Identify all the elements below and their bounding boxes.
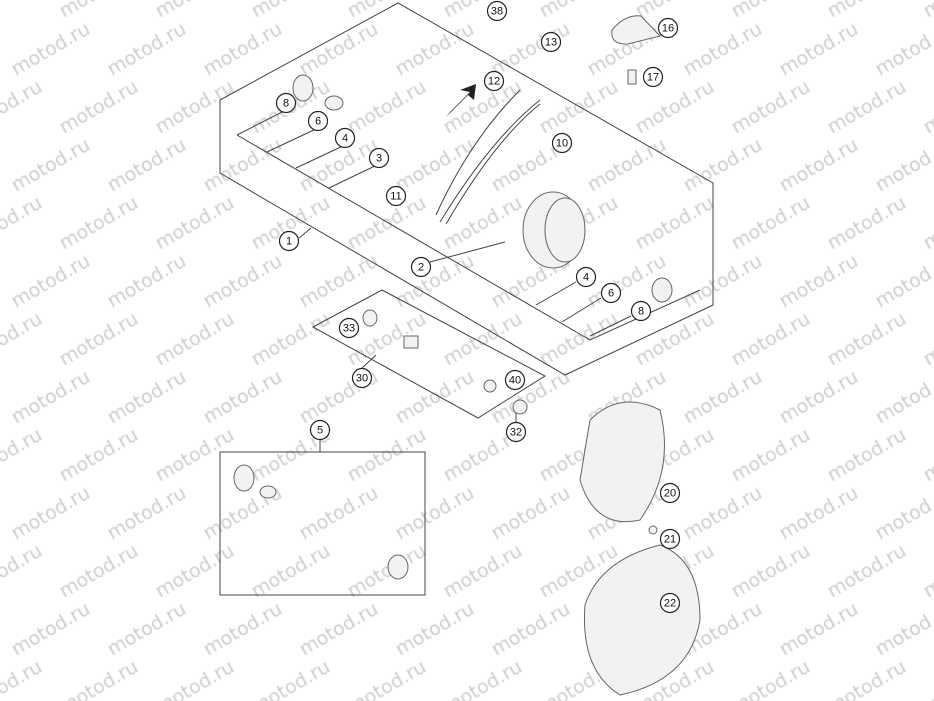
callout-number: 13 [545, 37, 557, 49]
callout-10: 10 [551, 132, 573, 154]
callout-circle [575, 266, 597, 288]
callout-circle [657, 17, 679, 39]
callout-circle [505, 421, 527, 443]
callout-number: 8 [283, 98, 289, 110]
callout-38: 38 [486, 0, 508, 22]
callout-number: 17 [647, 72, 659, 84]
callout-33: 33 [338, 317, 360, 339]
callout-number: 11 [390, 191, 401, 203]
callout-number: 10 [556, 138, 568, 150]
bearing-kit-frame [219, 451, 426, 596]
callout-circle [338, 317, 360, 339]
callout-circle [642, 66, 664, 88]
callout-number: 22 [664, 598, 676, 610]
wheel-assembly-frame [219, 2, 714, 376]
callout-number: 33 [343, 323, 355, 335]
callout-number: 38 [491, 6, 503, 18]
callout-number: 32 [510, 427, 522, 439]
callout-13: 13 [540, 31, 562, 53]
callout-number: 6 [315, 116, 321, 128]
callout-circle [630, 300, 652, 322]
callout-circle [540, 31, 562, 53]
callout-4: 4 [334, 127, 356, 149]
callout-number: 8 [638, 306, 644, 318]
callout-32: 32 [505, 421, 527, 443]
callout-circle [659, 482, 681, 504]
callout-circle [278, 230, 300, 252]
callout-number: 20 [664, 488, 676, 500]
frame-inner-line [236, 134, 701, 341]
callout-4: 4 [575, 266, 597, 288]
callout-2: 2 [410, 256, 432, 278]
callout-number: 40 [509, 375, 521, 387]
callout-30: 30 [351, 367, 373, 389]
axle-kit-frame [311, 289, 547, 419]
part-sketches [233, 15, 701, 696]
callout-circle [504, 369, 526, 391]
callout-16: 16 [657, 17, 679, 39]
callout-circle [368, 147, 390, 169]
callout-circle [600, 282, 622, 304]
callout-number: 30 [356, 373, 368, 385]
callout-3: 3 [368, 147, 390, 169]
callout-6: 6 [307, 110, 329, 132]
callout-circle [275, 92, 297, 114]
callout-circle [551, 132, 573, 154]
callout-circle [410, 256, 432, 278]
callout-circle [486, 0, 508, 22]
callout-6: 6 [600, 282, 622, 304]
callout-17: 17 [642, 66, 664, 88]
callout-number: 5 [317, 425, 323, 437]
callout-number: 1 [286, 236, 292, 248]
callout-circle [334, 127, 356, 149]
callout-8: 8 [275, 92, 297, 114]
callout-11: 11 [385, 185, 407, 207]
callout-circle [385, 185, 407, 207]
callout-12: 12 [483, 70, 505, 92]
callout-22: 22 [659, 592, 681, 614]
callout-number: 21 [664, 534, 676, 546]
callout-21: 21 [659, 528, 681, 550]
callout-40: 40 [504, 369, 526, 391]
callout-circle [483, 70, 505, 92]
callout-5: 5 [309, 419, 331, 441]
callout-circle [307, 110, 329, 132]
callout-1: 1 [278, 230, 300, 252]
callout-number: 16 [662, 23, 674, 35]
callout-number: 4 [583, 272, 589, 284]
callout-number: 2 [418, 262, 424, 274]
callout-circle [351, 367, 373, 389]
callout-8: 8 [630, 300, 652, 322]
rotation-direction-arrow-icon [446, 84, 476, 117]
callout-number: 12 [488, 76, 500, 88]
callout-number: 6 [608, 288, 614, 300]
callout-number: 3 [376, 153, 382, 165]
callout-circle [659, 592, 681, 614]
callout-circle [659, 528, 681, 550]
callout-number: 4 [342, 133, 348, 145]
callout-circle [309, 419, 331, 441]
callout-20: 20 [659, 482, 681, 504]
